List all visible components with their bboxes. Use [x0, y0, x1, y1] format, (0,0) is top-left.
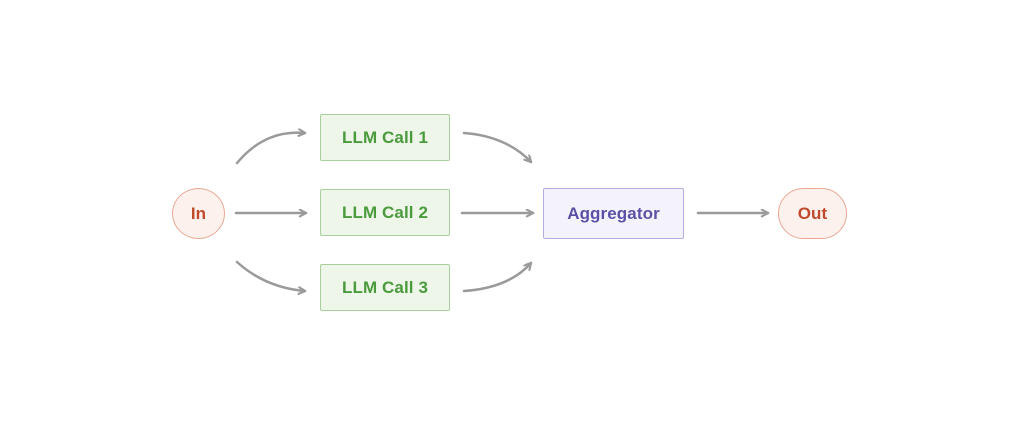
node-llm-call-3-label: LLM Call 3	[341, 278, 428, 297]
edge-in-to-llm-call-3	[235, 260, 307, 291]
node-aggregator[interactable]: Aggregator	[543, 188, 684, 239]
node-llm-call-3[interactable]: LLM Call 3	[320, 264, 450, 311]
node-in[interactable]: In	[172, 188, 225, 239]
edge-llm-call-3-to-aggregator	[462, 261, 533, 293]
node-llm-call-2-label: LLM Call 2	[341, 203, 428, 222]
node-out[interactable]: Out	[778, 188, 847, 239]
node-aggregator-label: Aggregator	[567, 204, 660, 223]
node-llm-call-1[interactable]: LLM Call 1	[320, 114, 450, 161]
edge-llm-call-1-to-aggregator	[462, 131, 533, 164]
node-in-label: In	[190, 204, 207, 223]
edge-in-to-llm-call-1	[235, 133, 307, 165]
node-out-label: Out	[797, 204, 828, 223]
node-llm-call-1-label: LLM Call 1	[341, 128, 428, 147]
node-llm-call-2[interactable]: LLM Call 2	[320, 189, 450, 236]
